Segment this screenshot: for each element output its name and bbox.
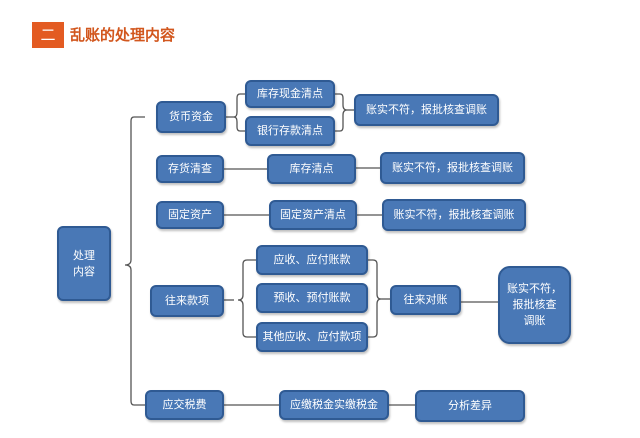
branch-fixed-assets: 固定资产 <box>156 201 224 229</box>
fixed-assets-result: 账实不符，报批核查调账 <box>382 199 526 231</box>
section-number-badge: 二 <box>32 22 64 48</box>
accounts-right-bracket <box>368 259 382 338</box>
branch-tax: 应交税费 <box>145 390 224 420</box>
section-header: 二 乱账的处理内容 <box>0 0 640 60</box>
cash-left-bracket <box>233 93 245 132</box>
cash-child-1: 库存现金清点 <box>245 80 335 108</box>
branch-accounts: 往来款项 <box>150 285 224 317</box>
fixed-assets-child: 固定资产清点 <box>269 200 357 230</box>
accounts-middle: 往来对账 <box>390 285 461 315</box>
accounts-result-line-3: 调账 <box>523 313 546 327</box>
accounts-child-3: 其他应收、应付款项 <box>256 322 368 352</box>
root-bracket <box>124 116 145 406</box>
branch-inventory: 存货清查 <box>156 155 224 183</box>
root-line-2: 内容 <box>73 264 95 278</box>
tax-child: 应缴税金实缴税金 <box>279 390 389 420</box>
root-node: 处理 内容 <box>57 226 111 301</box>
section-title: 乱账的处理内容 <box>70 26 176 44</box>
tax-result: 分析差异 <box>415 390 525 422</box>
accounts-left-bracket <box>237 259 256 338</box>
cash-right-bracket <box>335 93 348 132</box>
accounts-result-line-2: 报批核查 <box>512 298 557 312</box>
cash-child-2: 银行存款清点 <box>245 116 335 146</box>
cash-result: 账实不符，报批核查调账 <box>354 94 499 126</box>
accounts-result: 账实不符， 报批核查 调账 <box>498 266 571 344</box>
accounts-child-2: 预收、预付账款 <box>256 283 368 313</box>
branch-cash: 货币资金 <box>156 101 226 133</box>
inventory-result: 账实不符，报批核查调账 <box>380 152 525 184</box>
accounts-child-1: 应收、应付账款 <box>256 245 368 275</box>
root-line-1: 处理 <box>73 248 95 262</box>
accounts-result-line-1: 账实不符， <box>507 282 562 296</box>
inventory-child: 库存清点 <box>267 154 356 184</box>
